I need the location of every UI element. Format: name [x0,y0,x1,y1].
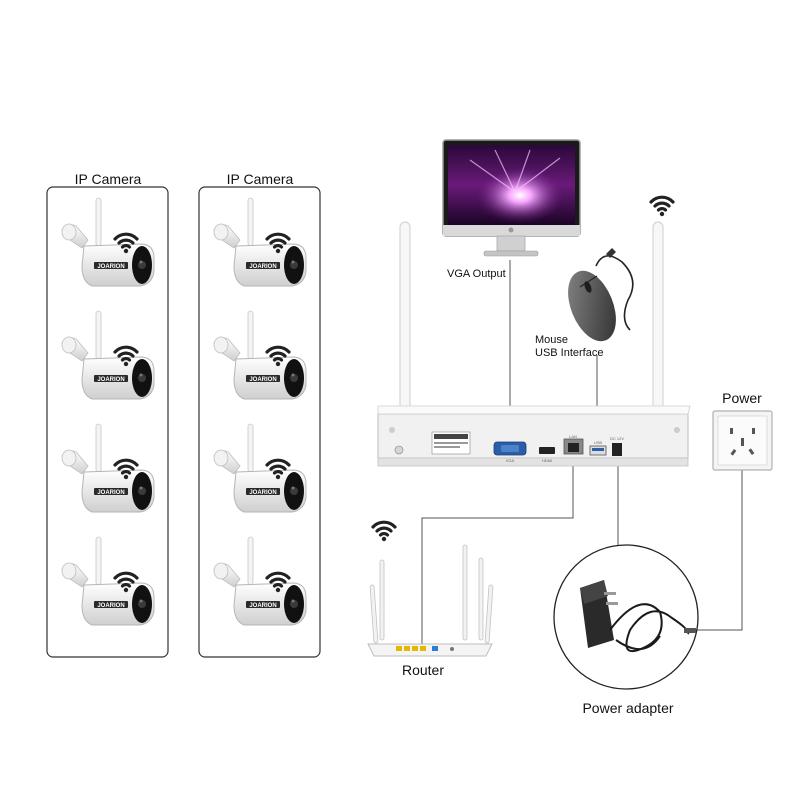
camera-icon [213,197,307,287]
power-adapter-frame [553,544,699,690]
group-title-2: IP Camera [226,171,294,187]
nvr-icon [377,405,691,467]
camera-icon [61,197,155,287]
power-label: Power [722,390,762,406]
power-adapter-icon [580,580,696,652]
port-label-dc: DC 12V [610,436,624,441]
camera-icon [61,423,155,513]
port-label-vga: VGA [506,458,515,463]
camera-icon [61,310,155,400]
lan-cable-line [421,450,574,648]
power-cable-line [695,470,743,631]
mouse-label: Mouse [535,334,569,346]
camera-icon [213,536,307,626]
camera-icon [213,310,307,400]
port-label-hdmi: HDMI [542,458,552,463]
vga-output-label: VGA Output [447,268,506,280]
group-title-1: IP Camera [74,171,142,187]
router-icon [367,544,494,657]
router-label: Router [401,662,445,678]
monitor-icon [442,139,581,257]
nvr-wifi-icon [649,195,675,218]
camera-icon [61,536,155,626]
camera-icon [213,423,307,513]
camera-group-frame-1 [46,186,169,658]
camera-list [61,197,307,626]
port-label-usb: USB [594,440,603,445]
router-wifi-icon [371,520,397,543]
camera-group-frame-2 [198,186,321,658]
power-outlet-icon [712,410,773,471]
mouse-icon [568,248,634,342]
port-label-lan: LAN [569,434,577,439]
power-adapter-label: Power adapter [582,700,674,716]
usb-interface-label: USB Interface [535,347,604,359]
